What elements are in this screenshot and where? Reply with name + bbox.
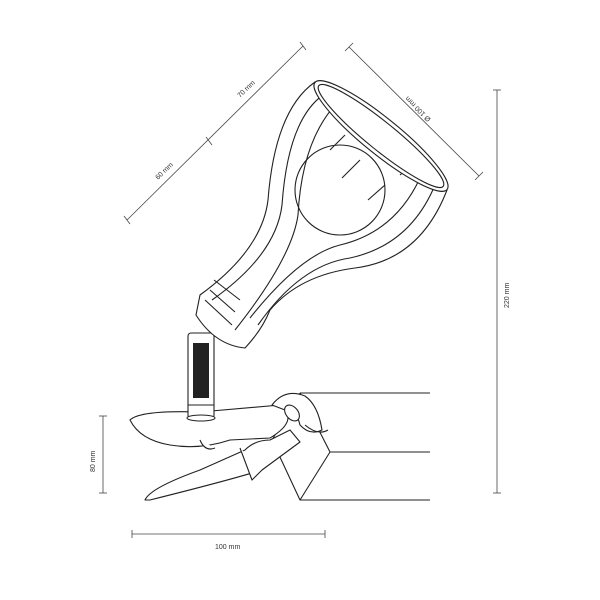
label-70mm: 70 mm: [237, 79, 257, 99]
label-100mm: 100 mm: [215, 544, 240, 551]
label-220mm: 220 mm: [504, 283, 511, 308]
label-diameter: Ø 100 mm: [404, 94, 432, 122]
label-60mm: 60 mm: [155, 161, 175, 181]
clamp: [129, 392, 329, 501]
lamp-stem: [186, 332, 216, 422]
dimension-line-diameter: [344, 42, 484, 181]
lamp-shade-cage: [195, 80, 449, 349]
dimension-line-clamp-width: [131, 530, 326, 538]
dimension-line-arm: [123, 41, 307, 225]
dimension-line-clamp-height: [99, 415, 107, 494]
label-80mm: 80 mm: [90, 450, 97, 472]
dimension-line-height: [493, 89, 501, 494]
